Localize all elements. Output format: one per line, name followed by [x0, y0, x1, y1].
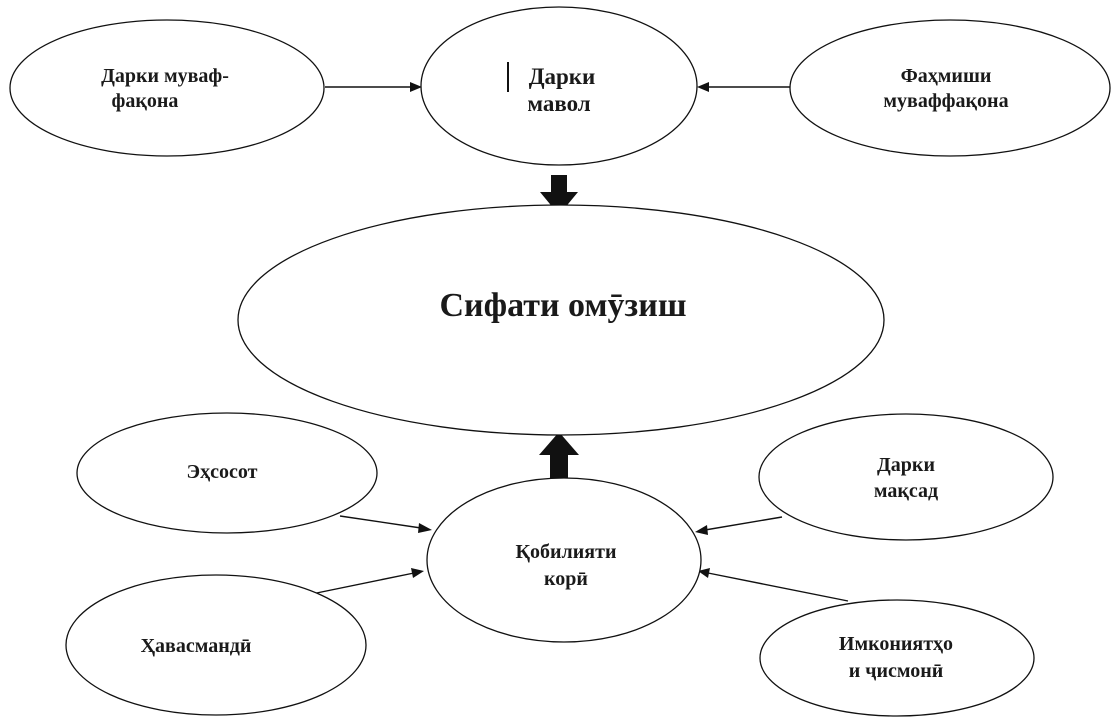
- node-top-left-shape: [9, 19, 325, 157]
- node-top-center: Дарки мавол: [420, 6, 698, 166]
- node-mid-left: Эҳсосот: [76, 412, 378, 534]
- arrowhead-mid-right-to-bottom-center: [695, 525, 708, 535]
- node-bottom-left-shape: [65, 574, 367, 716]
- node-mid-right-line2: мақсад: [874, 480, 938, 502]
- node-mid-right: Дарки мақсад: [758, 413, 1054, 541]
- node-mid-left-shape: [76, 412, 378, 534]
- arrowhead-bottom-right-to-bottom-center: [698, 568, 710, 578]
- block-arrow-up: [539, 432, 579, 478]
- node-top-left: Дарки муваф- фақона: [9, 19, 325, 157]
- node-top-left-line2: фақона: [112, 90, 179, 112]
- node-center-label: Сифати омӯзиш: [439, 287, 686, 324]
- node-bottom-right-line2: и ҷисмонӣ: [849, 660, 944, 682]
- block-arrow-down: [540, 175, 578, 215]
- node-mid-right-line1: Дарки: [877, 454, 935, 476]
- node-top-left-line1: Дарки муваф-: [101, 65, 229, 87]
- edge-mid-left-to-bottom-center: [339, 515, 422, 529]
- node-mid-left-label: Эҳсосот: [187, 461, 258, 483]
- arrowhead-top-left-to-top-center: [410, 82, 422, 92]
- node-bottom-center-shape: [426, 477, 702, 643]
- node-mid-right-shape: [758, 413, 1054, 541]
- node-top-center-shape: [420, 6, 698, 166]
- node-bottom-center-line2: корӣ: [544, 568, 588, 590]
- node-top-center-line1: Дарки: [529, 64, 596, 89]
- node-bottom-left-label: Ҳавасмандӣ: [141, 635, 252, 657]
- node-bottom-left: Ҳавасмандӣ: [65, 574, 367, 716]
- node-bottom-right-shape: [759, 599, 1035, 717]
- arrowhead-mid-left-to-bottom-center: [418, 523, 432, 533]
- edge-bottom-left-to-bottom-center: [301, 572, 415, 597]
- node-bottom-center-line1: Қобилияти: [516, 541, 617, 563]
- block-arrows: [539, 175, 579, 478]
- node-top-center-line2: мавол: [527, 91, 590, 116]
- node-bottom-right-line1: Имкониятҳо: [839, 633, 953, 655]
- node-center: Сифати омӯзиш: [237, 204, 885, 436]
- node-top-right-line2: муваффақона: [883, 90, 1008, 112]
- arrowhead-bottom-left-to-bottom-center: [411, 568, 424, 578]
- connectors: [301, 82, 849, 602]
- node-center-shape: [237, 204, 885, 436]
- edge-bottom-right-to-bottom-center: [707, 572, 849, 602]
- node-top-right-shape: [789, 19, 1111, 157]
- node-top-right-line1: Фаҳмиши: [901, 65, 992, 87]
- edge-mid-right-to-bottom-center: [704, 516, 783, 531]
- node-top-right: Фаҳмиши муваффақона: [789, 19, 1111, 157]
- arrowhead-top-right-to-top-center: [697, 82, 709, 92]
- node-bottom-right: Имкониятҳо и ҷисмонӣ: [759, 599, 1035, 717]
- node-bottom-center: Қобилияти корӣ: [426, 477, 702, 643]
